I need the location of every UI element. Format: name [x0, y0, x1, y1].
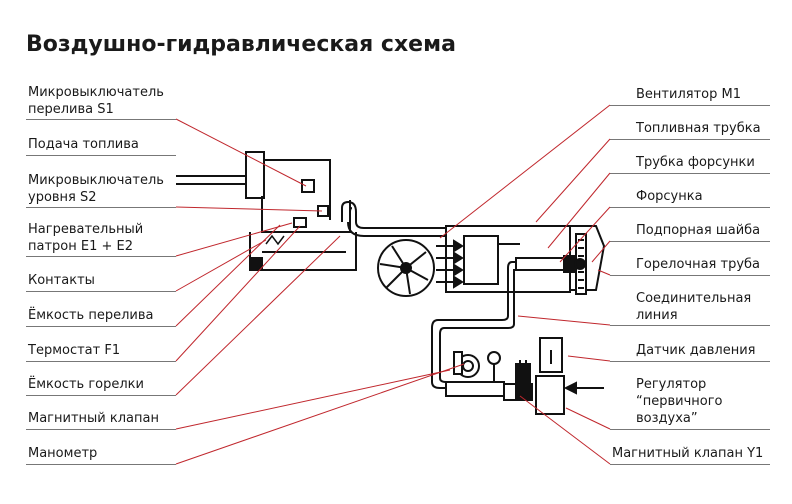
label-primary-air-regulator: Регулятор “первичного воздуха” — [636, 377, 723, 426]
label-underline — [610, 173, 770, 174]
nozzle — [515, 255, 586, 273]
label-underline — [26, 429, 176, 430]
label-underline — [26, 155, 176, 156]
label-solenoid-valve-y1: Магнитный клапан Y1 — [612, 446, 764, 461]
label-thermostat: Термостат F1 — [28, 343, 121, 358]
label-nozzle-tube: Трубка форсунки — [636, 155, 755, 170]
label-pressure-sensor: Датчик давления — [636, 343, 756, 358]
label-underline — [610, 207, 770, 208]
label-underline — [610, 105, 770, 106]
label-fuel-tube: Топливная трубка — [636, 121, 761, 136]
label-underline — [26, 326, 176, 327]
primary-air-arrow — [563, 381, 604, 395]
label-underline — [26, 291, 176, 292]
label-underline — [610, 241, 770, 242]
label-solenoid-valve: Магнитный клапан — [28, 411, 159, 426]
label-burner-tank: Ёмкость горелки — [28, 377, 144, 392]
label-overflow-switch-s1: Микровыключатель перелива S1 — [28, 85, 164, 117]
label-underline — [610, 139, 770, 140]
airflow-arrows — [436, 239, 464, 289]
fuel-tube — [341, 200, 446, 237]
label-contacts: Контакты — [28, 273, 95, 288]
label-underline — [610, 464, 770, 465]
label-nozzle: Форсунка — [636, 189, 703, 204]
label-overflow-tank: Ёмкость перелива — [28, 308, 154, 323]
diagram-title: Воздушно-гидравлическая схема — [26, 32, 456, 57]
label-fan-m1: Вентилятор M1 — [636, 87, 741, 102]
label-pressure-gauge: Манометр — [28, 446, 98, 461]
fan-m1 — [377, 239, 435, 297]
label-underline — [26, 256, 176, 257]
label-heater-cartridge: Нагревательный патрон E1 + E2 — [28, 222, 144, 254]
label-underline — [610, 275, 770, 276]
label-connecting-line: Соединительная линия — [636, 291, 752, 323]
label-underline — [610, 325, 770, 326]
burner-tube — [570, 225, 606, 295]
burner-tank — [249, 232, 357, 271]
connecting-line — [431, 261, 516, 389]
label-underline — [26, 464, 176, 465]
label-underline — [26, 119, 176, 120]
label-burner-tube: Горелочная труба — [636, 257, 760, 272]
label-underline — [26, 361, 176, 362]
label-fuel-supply: Подача топлива — [28, 137, 139, 152]
label-underline — [26, 207, 176, 208]
label-level-switch-s2: Микровыключатель уровня S2 — [28, 173, 164, 205]
pump-assembly — [445, 337, 565, 415]
leader-lines — [175, 104, 611, 465]
label-underline — [610, 429, 770, 430]
fuel-supply-pipe — [176, 175, 246, 185]
preheater-assembly — [245, 151, 351, 233]
label-underline — [26, 395, 176, 396]
label-underline — [610, 361, 770, 362]
label-retaining-disc: Подпорная шайба — [636, 223, 761, 238]
